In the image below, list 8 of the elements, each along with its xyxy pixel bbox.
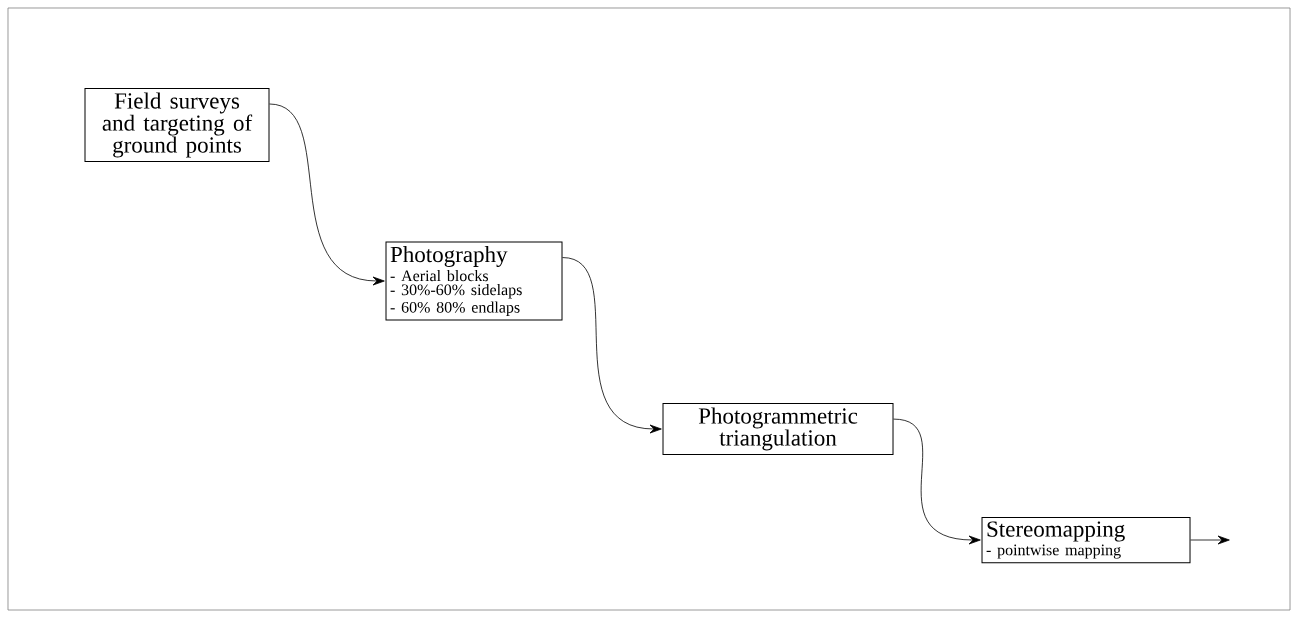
arrow: [893, 418, 981, 545]
arrow: [269, 103, 385, 286]
process-box: Photogrammetric triangulation: [662, 403, 894, 455]
arrow: [562, 257, 662, 434]
arrow: [1190, 535, 1230, 545]
process-box: Photography - Aerial blocks - 30%-60% sidelaps - 60% 80% endlaps: [385, 241, 563, 321]
process-box: Stereomapping - pointwise mapping: [981, 516, 1191, 564]
process-box: Field surveys and targeting of ground points: [84, 88, 270, 162]
